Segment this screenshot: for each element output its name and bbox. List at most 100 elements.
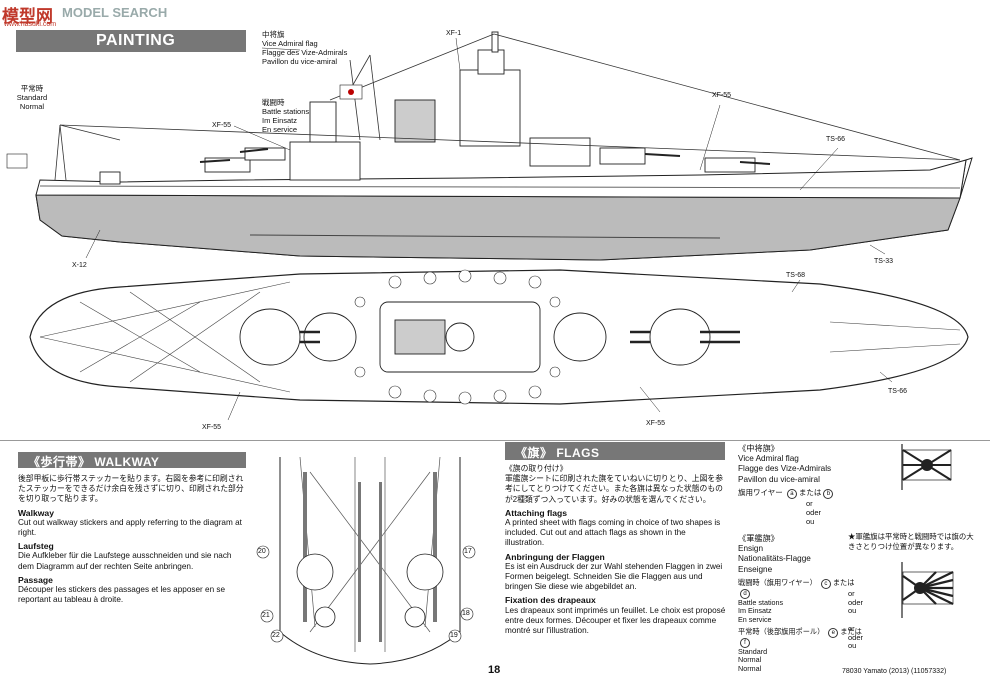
walkway-jp: 後部甲板に歩行帯ステッカーを貼ります。右図を参考に印刷されたステッカーをできるだ… <box>18 474 244 504</box>
walkway-fr-heading: Passage <box>18 574 53 585</box>
ensign-ou-1: ou <box>848 606 857 616</box>
vice-admiral-flag-image <box>901 444 952 490</box>
ensign-en: Ensign <box>738 544 764 554</box>
page-number: 18 <box>488 664 501 676</box>
ensign-normal-fr: Normal <box>738 663 762 673</box>
code-xf55-d: XF-55 <box>646 420 666 427</box>
vice-oder: oder <box>806 507 822 517</box>
flags-title: 《旗》 FLAGS <box>515 446 600 460</box>
vice-option-a: a <box>786 488 797 499</box>
walkway-fr: Découper les stickers des passages et le… <box>18 585 226 605</box>
walkway-num-20: 20 <box>258 548 266 555</box>
ensign-or-group-2: or oder ou <box>848 624 864 651</box>
flags-de: Es ist ein Ausdruck der zur Wahl stehend… <box>505 561 723 592</box>
ensign-title: 《軍艦旗》 <box>738 534 779 543</box>
vice-ou: ou <box>806 516 815 526</box>
walkway-num-21: 21 <box>262 612 270 619</box>
painting-title: PAINTING <box>96 32 176 49</box>
ensign-battle-fr: En service <box>738 615 772 624</box>
label-vice-flag-fr: Pavillon du vice-amiral <box>262 57 338 66</box>
label-vice-flag-jp: 中将旗 <box>262 30 285 39</box>
code-x12: X-12 <box>72 262 87 269</box>
watermark-logo: 模型网 <box>2 7 53 26</box>
vice-flag-en: Vice Admiral flag <box>738 454 799 464</box>
vice-flag-block: 《中将旗》 Vice Admiral flag Flagge des Vize-… <box>738 444 888 526</box>
ensign-block: 《軍艦旗》 Ensign Nationalitäts-Flagge Enseig… <box>738 534 868 673</box>
walkway-en-heading: Walkway <box>18 507 54 518</box>
vice-flag-de: Flagge des Vize-Admirals <box>738 464 832 474</box>
ensign-fr: Enseigne <box>738 564 773 574</box>
code-ts33: TS-33 <box>874 258 894 265</box>
walkway-de: Die Aufkleber für die Laufstege ausschne… <box>18 551 232 571</box>
ensign-de: Nationalitäts-Flagge <box>738 554 811 564</box>
walkway-diagram <box>256 456 476 665</box>
flags-de-heading: Anbringung der Flaggen <box>505 551 605 562</box>
vice-or: or <box>806 498 813 508</box>
flags-fr-heading: Fixation des drapeaux <box>505 595 596 606</box>
flags-jp-heading: 《旗の取り付け》 <box>505 464 568 473</box>
ensign-option-f: f <box>740 637 750 648</box>
label-battle-fr: En service <box>262 125 298 134</box>
walkway-num-17: 17 <box>464 548 472 555</box>
label-vice-flag-en: Vice Admiral flag <box>262 39 318 48</box>
ensign-mata-1: または <box>832 577 855 587</box>
vice-mata: または <box>798 487 822 497</box>
walkway-de-heading: Laufsteg <box>18 541 54 552</box>
walkway-en: Cut out walkway stickers and apply refer… <box>18 517 242 538</box>
ensign-or-1: or <box>848 589 855 598</box>
ensign-option-d: d <box>740 588 750 599</box>
flags-en: A printed sheet with flags coming in cho… <box>505 518 721 548</box>
vice-option-b: b <box>823 488 834 499</box>
code-ts68: TS-68 <box>786 272 806 279</box>
ensign-battle-de: Im Einsatz <box>738 606 772 616</box>
watermark: 模型网 MODEL SEARCH www.hasuki.com <box>0 0 190 32</box>
ensign-oder-2: oder <box>848 632 864 642</box>
label-battle-de: Im Einsatz <box>262 116 298 125</box>
vice-flag-title: 《中将旗》 <box>738 444 779 453</box>
label-standard-en: Standard <box>16 93 48 102</box>
ensign-battle-en: Battle stations <box>738 597 784 607</box>
ensign-normal-de: Normal <box>738 655 762 665</box>
code-xf55-c: XF-55 <box>202 424 222 431</box>
ship-top-view <box>29 269 969 421</box>
ensign-battle-jp: 戦闘時（旗用ワイヤー） <box>738 577 817 587</box>
watermark-domain: www.hasuki.com <box>4 21 57 28</box>
label-standard-jp: 平常時 <box>20 84 44 93</box>
section-divider <box>0 440 990 441</box>
vice-flag-fr: Pavillon du vice-amiral <box>738 474 820 484</box>
label-standard-de: Normal <box>19 102 45 111</box>
code-ts66-b: TS-66 <box>888 388 908 395</box>
walkway-num-22: 22 <box>272 632 280 639</box>
walkway-title: 《歩行帯》 WALKWAY <box>28 455 160 469</box>
flags-text: 《旗の取り付け》 軍艦旗シートに印刷された旗をていねいに切りとり、上図を参考にし… <box>505 464 727 636</box>
ensign-option-c: c <box>820 578 831 589</box>
flags-en-heading: Attaching flags <box>505 507 568 518</box>
walkway-banner: 《歩行帯》 WALKWAY <box>18 452 246 469</box>
code-xf1: XF-1 <box>446 30 462 37</box>
painting-banner: PAINTING <box>16 30 246 52</box>
ensign-oder-1: oder <box>848 597 864 607</box>
code-xf55-a: XF-55 <box>212 122 232 129</box>
label-battle-en: Battle stations <box>262 107 310 116</box>
watermark-site: MODEL SEARCH <box>62 5 168 20</box>
ensign-note: ★軍艦旗は平常時と戦闘時では旗の大きさとりつけ位置が異なります。 <box>848 532 974 551</box>
code-xf55-b: XF-55 <box>712 92 732 99</box>
label-battle-jp: 戦闘時 <box>262 98 285 107</box>
vice-flag-wire: 旗用ワイヤー <box>738 487 783 497</box>
walkway-num-19: 19 <box>450 632 458 639</box>
ensign-or-group-1: or oder ou <box>848 589 864 616</box>
walkway-text: 後部甲板に歩行帯ステッカーを貼ります。右図を参考に印刷されたステッカーをできるだ… <box>18 474 246 605</box>
ensign-option-e: e <box>828 627 839 638</box>
ship-side-view <box>6 31 973 261</box>
ensign-ou-2: ou <box>848 641 857 651</box>
ensign-or-2: or <box>848 624 855 633</box>
flags-jp: 軍艦旗シートに印刷された旗をていねいに切りとり、上図を参考にしてとりつけてくださ… <box>505 474 723 504</box>
ensign-mata-2: または <box>840 626 862 636</box>
rising-sun-ensign-image <box>901 562 954 618</box>
walkway-num-18: 18 <box>462 610 470 617</box>
product-code: 78030 Yamato (2013) (11057332) <box>842 668 947 675</box>
ensign-normal-en: Standard <box>738 646 768 656</box>
flags-fr: Les drapeaux sont imprimés un feuillet. … <box>505 605 726 636</box>
label-vice-flag: 中将旗 Vice Admiral flag Flagge des Vize-Ad… <box>262 30 347 66</box>
label-standard: 平常時 Standard Normal <box>12 84 52 111</box>
